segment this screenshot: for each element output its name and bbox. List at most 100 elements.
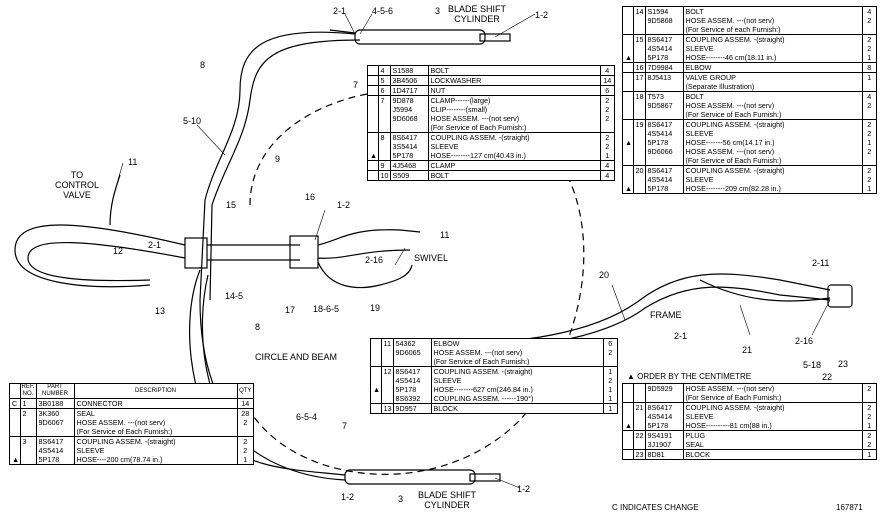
- cell-ref: 7: [378, 95, 391, 105]
- cell-ref: [633, 44, 646, 53]
- callout: 7: [353, 80, 359, 90]
- cell-mark: [368, 170, 379, 180]
- cell-ref: [378, 114, 391, 123]
- cell-part: 9D6066: [645, 147, 684, 156]
- cell-desc: HOSE--------209 cm(82.28 in.): [683, 184, 863, 193]
- parts-row: (For Service of Each Furnish:): [10, 427, 253, 437]
- cell-ref: [633, 82, 646, 92]
- cell-mark: ▲: [623, 421, 634, 431]
- parts-row: (For Service of each Furnish:): [623, 25, 876, 35]
- cell-desc: (For Service of Each Furnish:): [683, 156, 863, 166]
- hose-20: [411, 273, 831, 344]
- hose-8-top: [199, 31, 356, 401]
- cell-qty: 2: [867, 384, 872, 393]
- cell-qty: 2: [243, 418, 248, 427]
- cell-mark: [623, 62, 634, 73]
- cell-part: S1594: [645, 7, 684, 16]
- cell-part: 1D4717: [390, 85, 429, 96]
- cell-qty: 4: [600, 160, 614, 171]
- cell-qty: [862, 82, 876, 92]
- cell-qty: 14: [237, 398, 253, 409]
- cell-part: 9D5867: [645, 101, 684, 110]
- cell-desc: SLEEVE: [74, 446, 238, 455]
- callout: 1-2: [535, 10, 549, 20]
- cell-qty: 2: [862, 440, 876, 450]
- cell-qty: [862, 156, 876, 166]
- label-bottom-cylinder: BLADE SHIFT CYLINDER: [418, 490, 477, 510]
- cell-mark: [368, 142, 379, 151]
- cell-ref: 10: [378, 170, 391, 180]
- cell-part: 4S5414: [645, 412, 684, 421]
- cell-qty: 2: [867, 147, 872, 156]
- cell-mark: [623, 412, 634, 421]
- cell-desc: COUPLING ASSEM. -(straight): [428, 132, 601, 142]
- callout: 9: [275, 154, 281, 164]
- cell-qty: 1: [603, 394, 617, 404]
- circle-and-beam-outline: [239, 89, 585, 475]
- cell-desc: BLOCK: [431, 403, 604, 413]
- cell-desc: HOSE ASSEM. ---(not serv): [683, 384, 863, 393]
- cell-qty: 1: [867, 450, 872, 459]
- cell-part: 5P178: [645, 421, 684, 431]
- cell-ref: 3: [20, 436, 37, 446]
- cell-qty: 2: [867, 166, 872, 175]
- cell-ref: [633, 129, 646, 138]
- cell-qty: 1: [608, 385, 613, 394]
- callout: 1-2: [337, 200, 351, 210]
- cell-mark: [623, 402, 634, 412]
- col-qty: QTY: [237, 384, 253, 399]
- cell-qty: 2: [243, 437, 248, 446]
- callout: 3: [398, 494, 404, 504]
- cell-qty: 4: [867, 7, 872, 16]
- cell-ref: 14: [633, 7, 646, 16]
- cell-part: S509: [390, 170, 429, 180]
- cell-part: 5P178: [390, 151, 429, 161]
- cell-desc: SLEEVE: [683, 44, 863, 53]
- callout: 8: [200, 60, 206, 70]
- cell-part: 9D5929: [645, 384, 684, 393]
- cell-desc: SLEEVE: [683, 412, 863, 421]
- top-blade-shift-cylinder: [329, 29, 511, 45]
- cell-desc: (For Service of Each Furnish:): [74, 427, 238, 437]
- cell-qty: 1: [867, 138, 872, 147]
- cell-ref: [633, 184, 646, 193]
- callout: 7: [342, 421, 348, 431]
- cell-desc: (For Service of Each Furnish:): [431, 357, 604, 367]
- cell-part: 8D81: [645, 449, 684, 459]
- cell-part: 8S6417: [645, 402, 684, 412]
- cell-ref: [378, 151, 391, 161]
- cell-mark: [368, 160, 379, 171]
- cell-mark: [371, 394, 382, 404]
- cell-desc: CLAMP: [428, 160, 601, 171]
- label-swivel: SWIVEL: [414, 253, 449, 263]
- cell-desc: NUT: [428, 85, 601, 96]
- cell-part: 9D6067: [36, 418, 75, 427]
- cell-part: 9D6068: [390, 114, 429, 123]
- cell-qty: 2: [608, 376, 613, 385]
- cell-part: 8S6417: [36, 436, 75, 446]
- hose-swivel-top: [317, 229, 421, 246]
- cell-ref: [633, 156, 646, 166]
- cell-part: 3B4506: [390, 75, 429, 86]
- cell-ref: [633, 138, 646, 147]
- cell-qty: [862, 110, 876, 120]
- cell-desc: HOSE----------81 cm(88 in.): [683, 421, 863, 431]
- callout: 8: [255, 322, 261, 332]
- cell-mark: [623, 393, 634, 403]
- cell-mark: [368, 123, 379, 133]
- cell-part: 8S6392: [393, 394, 432, 404]
- callout: 2-1: [333, 6, 347, 16]
- cell-part: 5P178: [36, 455, 75, 464]
- cell-part: [36, 427, 75, 437]
- cell-qty: 6: [600, 85, 614, 96]
- col-part: PART NUMBER: [36, 384, 75, 399]
